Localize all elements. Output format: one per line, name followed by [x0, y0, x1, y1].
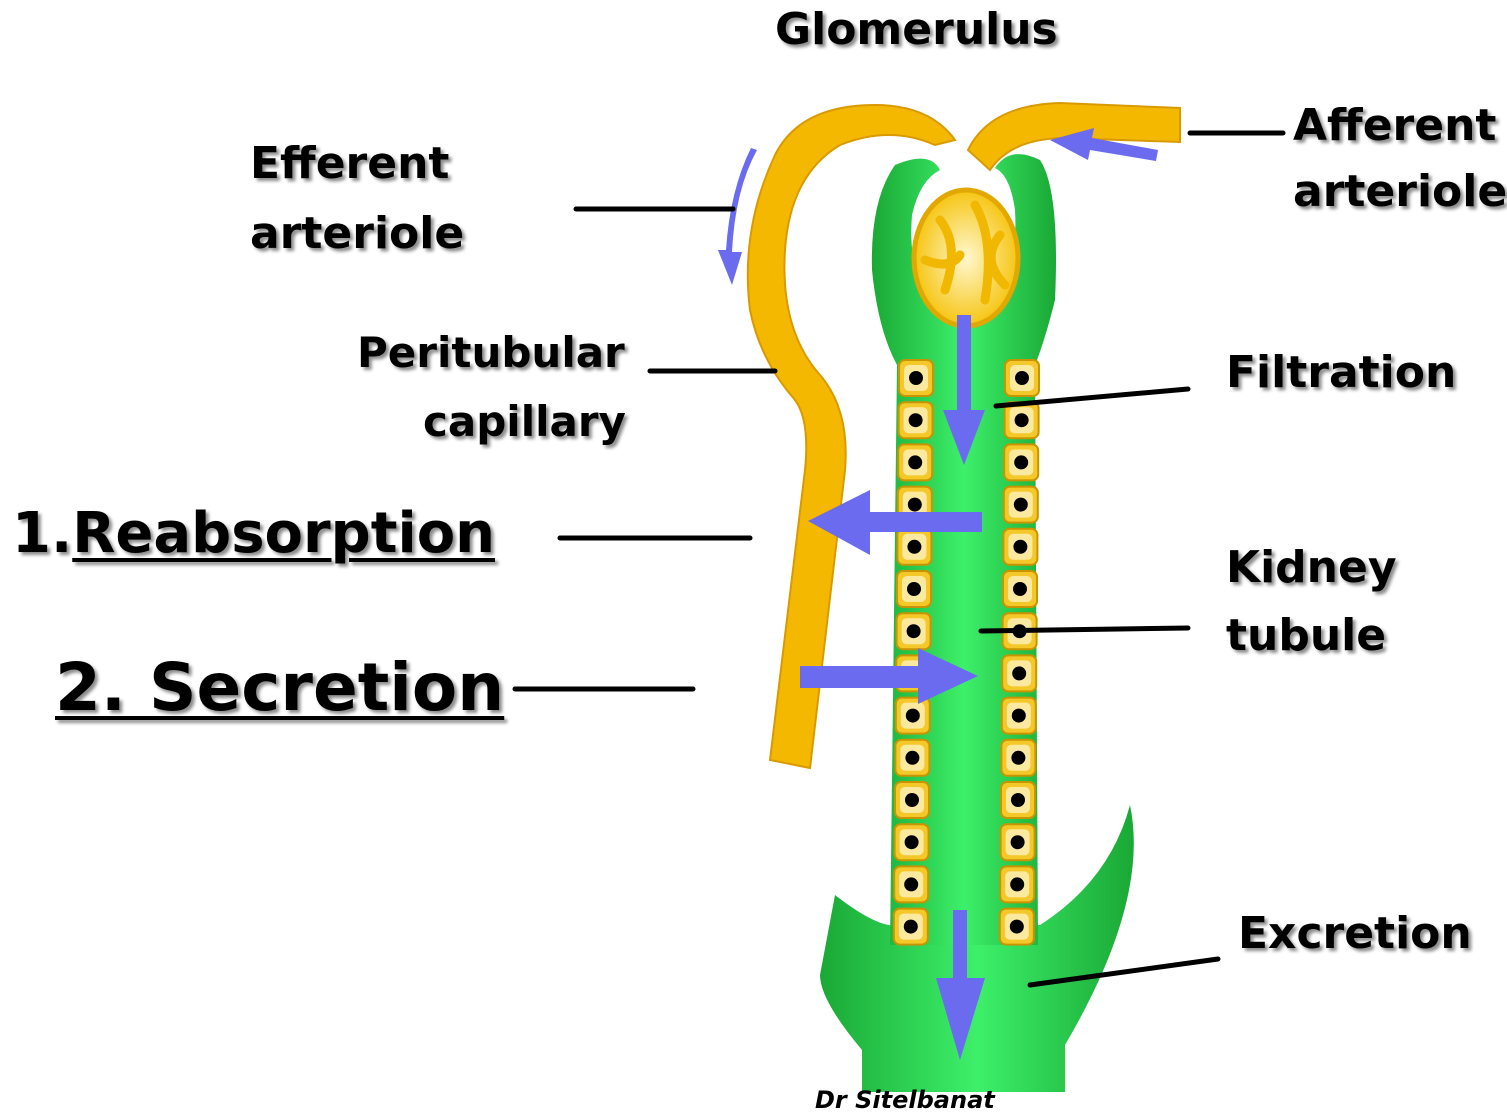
reabsorption-label: 1.Reabsorption	[12, 500, 495, 567]
tubule-wall-right-cell	[1000, 866, 1034, 902]
tubule-wall-left-cell	[897, 613, 931, 649]
afferent-arteriole-label-line1: Afferent	[1293, 100, 1496, 153]
filtration-label: Filtration	[1226, 347, 1456, 400]
reabsorption-text: Reabsorption	[72, 501, 495, 566]
tubule-wall-right-cell	[1001, 824, 1035, 860]
tubule-wall-left-cell	[894, 909, 928, 945]
tubule-wall-right-cell	[1003, 529, 1037, 565]
tubule-wall-left-cell	[898, 444, 932, 480]
kidney-tubule-leader-line	[981, 628, 1188, 631]
glomerulus-label: Glomerulus	[775, 4, 1058, 57]
secretion-label: 2. Secretion	[55, 648, 504, 727]
excretion-label: Excretion	[1238, 908, 1472, 961]
tubule-wall-left-cell	[894, 866, 928, 902]
tubule-wall-right-cell	[1002, 655, 1036, 691]
author-credit: Dr Sitelbanat	[815, 1086, 995, 1114]
peritubular-capillary-label-line2: capillary	[423, 397, 626, 447]
tubule-wall-right-cell	[1004, 444, 1038, 480]
tubule-wall-left-cell	[897, 529, 931, 565]
tubule-wall-left-cell	[895, 782, 929, 818]
tubule-wall-right-cell	[1002, 698, 1036, 734]
tubule-wall-right-cell	[1001, 782, 1035, 818]
tubule-wall-left-cell	[899, 360, 933, 396]
efferent-arteriole-label-line1: Efferent	[250, 138, 449, 191]
peritubular-capillary-label-line1: Peritubular	[357, 328, 625, 378]
kidney-tubule-label-line1: Kidney	[1226, 542, 1397, 595]
tubule-wall-right-cell	[1000, 909, 1034, 945]
tubule-wall-left-cell	[897, 571, 931, 607]
tubule-wall-right-cell	[1005, 360, 1039, 396]
tubule-wall-left-cell	[899, 402, 933, 438]
tubule-wall-left-cell	[896, 698, 930, 734]
tubule-wall-left-cell	[895, 824, 929, 860]
tubule-wall-right-cell	[1004, 487, 1038, 523]
tubule-wall-left-cell	[895, 740, 929, 776]
tubule-wall-right-cell	[1001, 740, 1035, 776]
tubule-wall-right-cell	[1003, 571, 1037, 607]
efferent-arteriole-label-line2: arteriole	[250, 208, 464, 261]
reabsorption-number: 1.	[12, 501, 72, 566]
tubule-wall-right-cell	[1005, 402, 1039, 438]
afferent-arteriole-label-line2: arteriole	[1293, 166, 1507, 219]
kidney-tubule-label-line2: tubule	[1226, 610, 1386, 663]
